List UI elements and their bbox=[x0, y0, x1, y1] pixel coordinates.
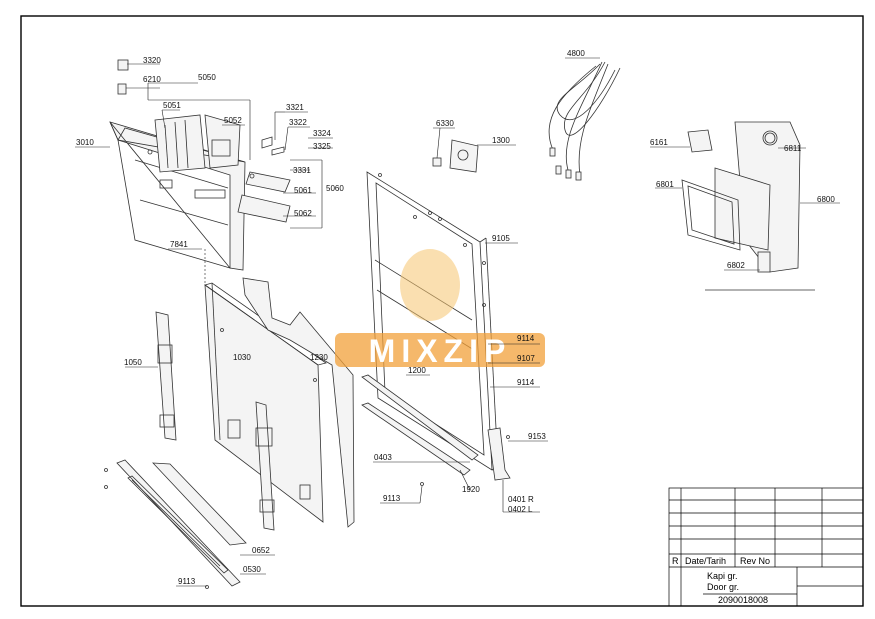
callout-3324: 3324 bbox=[313, 129, 331, 138]
revision-marker: R bbox=[672, 556, 679, 566]
hinge-rail-center bbox=[255, 401, 275, 531]
callout-5061: 5061 bbox=[294, 186, 312, 195]
callout-3325: 3325 bbox=[313, 142, 331, 151]
hinge-rail-part-1050 bbox=[155, 311, 177, 441]
callout-6330: 6330 bbox=[436, 119, 454, 128]
callout-9113-handle: 9113 bbox=[178, 577, 196, 586]
sheet-border bbox=[20, 15, 864, 607]
callout-3322: 3322 bbox=[289, 118, 307, 127]
drawing-title-en: Door gr. bbox=[707, 582, 739, 592]
knob-part-3320 bbox=[117, 59, 129, 95]
callout-3321: 3321 bbox=[286, 103, 304, 112]
callout-0401: 0401 R bbox=[508, 495, 534, 504]
door-lock-part-1300 bbox=[432, 139, 479, 173]
callout-1050: 1050 bbox=[124, 358, 142, 367]
callout-9114-upper: 9114 bbox=[517, 334, 535, 343]
insulation-part-1230 bbox=[242, 277, 355, 528]
callout-6801: 6801 bbox=[656, 180, 674, 189]
switch-parts-3321-3325 bbox=[261, 136, 285, 156]
callout-5060: 5060 bbox=[326, 184, 344, 193]
button-assembly-part-5060 bbox=[237, 171, 291, 223]
rev-column-header: Rev No bbox=[740, 556, 770, 566]
inner-door-panel-part-1030 bbox=[204, 282, 327, 523]
callout-0652: 0652 bbox=[252, 546, 270, 555]
watermark-text: MIXZIP bbox=[369, 333, 512, 369]
electronic-module-part-5050 bbox=[154, 114, 241, 173]
callout-6210: 6210 bbox=[143, 75, 161, 84]
callout-6802: 6802 bbox=[727, 261, 745, 270]
callout-5051: 5051 bbox=[163, 101, 181, 110]
callout-1200: 1200 bbox=[408, 366, 426, 375]
callout-3010: 3010 bbox=[76, 138, 94, 147]
callout-9153: 9153 bbox=[528, 432, 546, 441]
callout-1300: 1300 bbox=[492, 136, 510, 145]
callout-9105: 9105 bbox=[492, 234, 510, 243]
drawing-title-tr: Kapi gr. bbox=[707, 571, 738, 581]
callout-6811: 6811 bbox=[784, 144, 802, 153]
title-block: R Date/Tarih Rev No Kapi gr. Door gr. 20… bbox=[668, 487, 864, 607]
callout-4800: 4800 bbox=[567, 49, 585, 58]
strip-part-0403 bbox=[361, 374, 479, 476]
leader-lines bbox=[75, 57, 840, 587]
callout-1920: 1920 bbox=[462, 485, 480, 494]
callout-1230: 1230 bbox=[310, 353, 328, 362]
callout-0403: 0403 bbox=[374, 453, 392, 462]
date-column-header: Date/Tarih bbox=[685, 556, 726, 566]
callout-9113-center: 9113 bbox=[383, 494, 401, 503]
door-handle-part-0530 bbox=[116, 459, 247, 587]
drawing-number: 2090018008 bbox=[718, 595, 768, 605]
callout-1030: 1030 bbox=[233, 353, 251, 362]
callout-5062: 5062 bbox=[294, 209, 312, 218]
callout-9107: 9107 bbox=[517, 354, 535, 363]
callout-labels: 3320 6210 5050 5051 5052 3010 3321 3322 … bbox=[76, 49, 835, 586]
callout-5050: 5050 bbox=[198, 73, 216, 82]
callout-6800: 6800 bbox=[817, 195, 835, 204]
callout-0402: 0402 L bbox=[508, 505, 533, 514]
screws-group-9105 bbox=[378, 173, 510, 486]
callout-3320: 3320 bbox=[143, 56, 161, 65]
handle-screws-9113 bbox=[104, 468, 209, 589]
callout-9114-lower: 9114 bbox=[517, 378, 535, 387]
mixzip-watermark-logo: MIXZIP bbox=[335, 249, 545, 369]
callout-5052: 5052 bbox=[224, 116, 242, 125]
callout-7841: 7841 bbox=[170, 240, 188, 249]
detergent-dispenser-part-6800 bbox=[681, 121, 815, 291]
wiring-harness-part-4800 bbox=[548, 61, 621, 181]
callout-0530: 0530 bbox=[243, 565, 261, 574]
callout-3331: 3331 bbox=[293, 166, 311, 175]
callout-6161: 6161 bbox=[650, 138, 668, 147]
